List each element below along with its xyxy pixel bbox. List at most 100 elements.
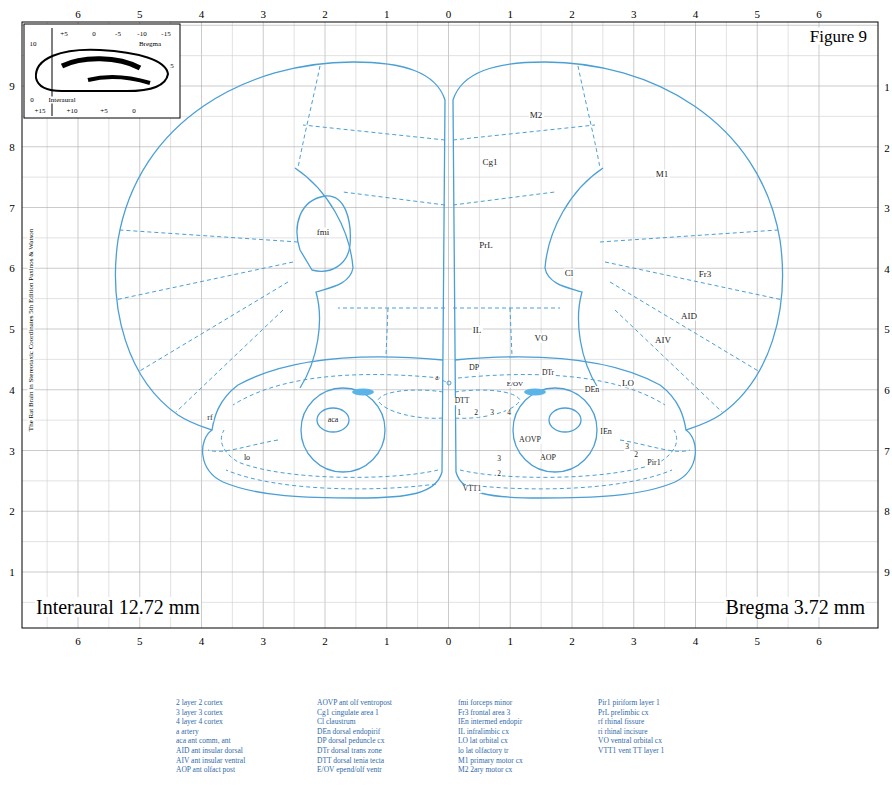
axis-number: 4 xyxy=(198,9,206,20)
layer-label: E/OV xyxy=(506,381,524,388)
region-label: Cg1 xyxy=(481,158,498,167)
grid-line xyxy=(22,541,878,542)
grid-line xyxy=(448,22,449,628)
region-border xyxy=(510,308,512,356)
layer-label: 3 xyxy=(496,455,502,463)
axis-number: 2 xyxy=(8,506,16,517)
grid-line xyxy=(22,420,878,421)
inset-scale: Bregma xyxy=(138,41,162,48)
region-label: lo xyxy=(243,454,251,462)
axis-number: 8 xyxy=(8,141,16,152)
region-label: M2 xyxy=(529,111,544,120)
grid-line xyxy=(22,298,878,299)
coordinate-grid xyxy=(22,22,878,628)
region-label: DP xyxy=(468,364,480,372)
inset-scale: 0 xyxy=(29,97,35,104)
axis-number: 0 xyxy=(445,9,453,20)
layer-label: 4 xyxy=(506,409,512,417)
layer-label: 2 xyxy=(496,470,502,478)
inset-structure xyxy=(62,59,140,68)
abbreviation-entry: AOVP ant olf ventropost xyxy=(316,699,393,707)
axis-number: 6 xyxy=(74,636,82,647)
axis-number: 4 xyxy=(883,263,891,274)
grid-line xyxy=(325,22,326,628)
inset-scale: Interaural xyxy=(47,97,76,104)
grid-line xyxy=(232,22,233,628)
abbreviation-entry: fmi forceps minor xyxy=(457,699,513,707)
region-label: Fr3 xyxy=(698,270,713,279)
grid-line xyxy=(263,22,264,628)
axis-number: 8 xyxy=(883,506,891,517)
axis-number: 5 xyxy=(754,9,762,20)
grid-line xyxy=(757,22,758,628)
abbreviation-entry: DTr dorsal trans zone xyxy=(316,747,383,755)
layer-label: 2 xyxy=(633,451,639,459)
grid-line xyxy=(22,146,878,147)
inset-scale: -5 xyxy=(114,31,122,38)
ventricle-fill xyxy=(524,389,546,396)
abbreviation-entry: aca ant comm, ant xyxy=(175,738,232,746)
abbreviation-entry: 4 layer 4 cortex xyxy=(175,718,224,726)
axis-number: 5 xyxy=(136,636,144,647)
abbreviation-entry: VO ventral orbital cx xyxy=(597,738,663,746)
artery-symbol xyxy=(447,381,451,385)
grid-line xyxy=(22,268,878,269)
inset-scale: +10 xyxy=(66,108,79,115)
inset-scale: -10 xyxy=(136,31,147,38)
axis-number: 1 xyxy=(507,636,515,647)
grid-line xyxy=(726,22,727,628)
layer-label: a xyxy=(434,374,439,382)
region-label: PrL xyxy=(478,241,494,250)
axis-number: 6 xyxy=(8,263,16,274)
abbreviation-entry: Cg1 cingulate area 1 xyxy=(316,709,380,717)
region-label: IEn xyxy=(599,428,613,436)
abbreviation-entry: 2 layer 2 cortex xyxy=(175,699,224,707)
interaural-coordinate: Interaural 12.72 mm xyxy=(35,597,201,617)
layer-label: 3 xyxy=(489,409,495,417)
inset-structure xyxy=(88,77,150,83)
layer-label: 1 xyxy=(456,409,462,417)
grid-line xyxy=(22,511,878,512)
axis-number: 6 xyxy=(815,9,823,20)
axis-number: 7 xyxy=(8,202,16,213)
abbreviation-entry: M2 2ary motor cx xyxy=(457,766,513,774)
abbreviation-entry: Cl claustrum xyxy=(316,718,357,726)
layer-border xyxy=(458,375,665,405)
region-border xyxy=(578,66,600,168)
axis-number: 3 xyxy=(883,203,891,214)
tract-border xyxy=(620,440,690,451)
grid-line xyxy=(22,237,878,238)
region-label: DEn xyxy=(584,386,601,394)
figure-title: Figure 9 xyxy=(809,28,868,45)
sagittal-inset xyxy=(24,24,180,118)
inset-scale: 0 xyxy=(91,31,97,38)
axis-number: 6 xyxy=(883,385,891,396)
grid-line xyxy=(664,22,665,628)
axis-number: 4 xyxy=(692,636,700,647)
region-border xyxy=(453,125,595,140)
axis-number: 2 xyxy=(321,9,329,20)
layer-border xyxy=(462,470,672,489)
abbreviation-entry: PrL prelimbic cx xyxy=(597,709,650,717)
grid-line xyxy=(201,22,202,628)
axis-number: 1 xyxy=(8,567,16,578)
axis-number: 5 xyxy=(136,9,144,20)
region-border xyxy=(453,308,560,309)
olfactory-border xyxy=(455,357,686,430)
coronal-section xyxy=(115,62,783,498)
commissure-outline xyxy=(549,408,581,432)
axis-number: 5 xyxy=(754,636,762,647)
region-border xyxy=(605,262,783,300)
axis-number: 4 xyxy=(8,384,16,395)
axis-number: 3 xyxy=(630,636,638,647)
olfactory-nucleus-outline xyxy=(513,388,597,472)
abbreviation-entry: IL infralimbic cx xyxy=(457,728,510,736)
inset-frame xyxy=(24,24,180,118)
axis-number: 1 xyxy=(883,82,891,93)
abbreviation-entry: lo lat olfactory tr xyxy=(457,747,510,755)
inset-scale: -15 xyxy=(160,31,171,38)
hemisphere xyxy=(453,62,783,498)
inset-scale: +5 xyxy=(99,108,108,115)
